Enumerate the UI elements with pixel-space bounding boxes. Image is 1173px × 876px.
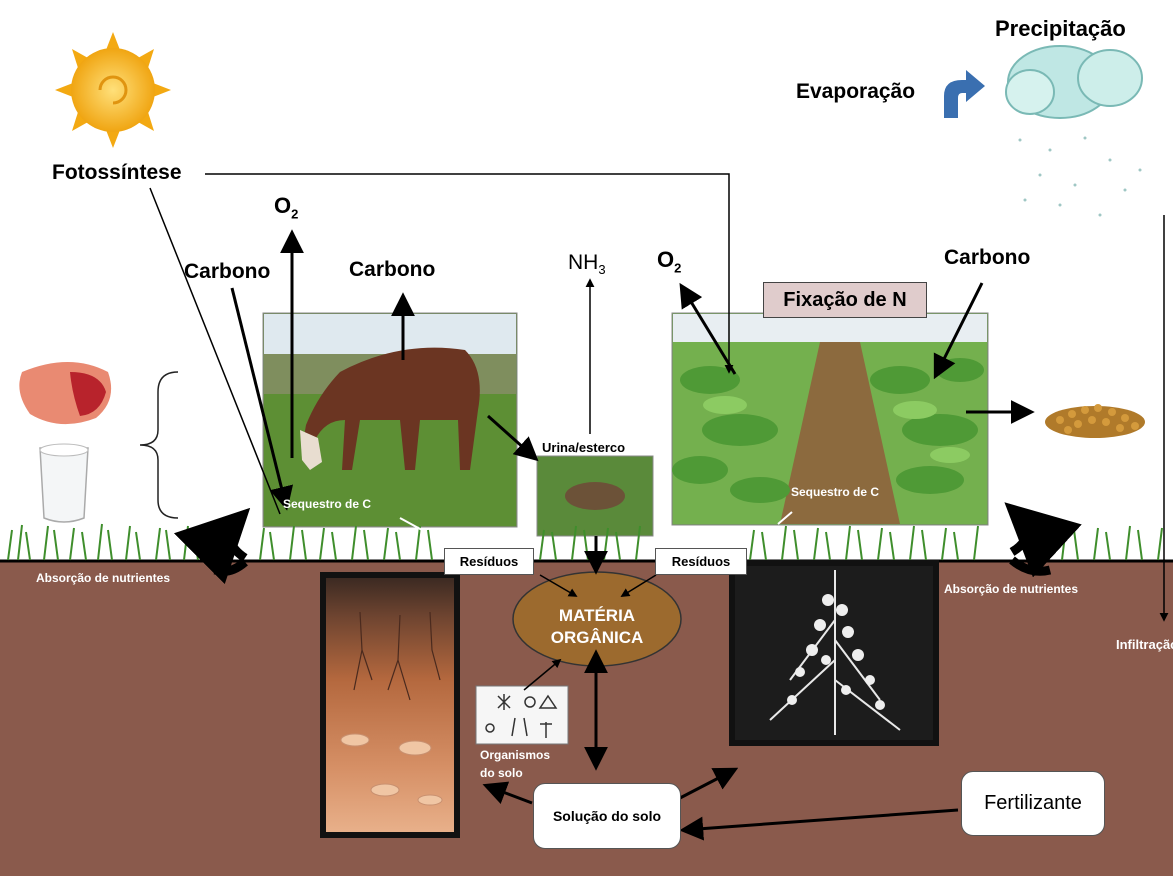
products-brace [140,372,178,518]
residues-box-left: Resíduos [444,548,534,575]
label-organic-matter-line1: MATÉRIA [513,606,681,626]
manure-photo [537,456,653,536]
label-carbon-sequestration-right: Sequestro de C [791,485,879,499]
label-nh3: NH3 [568,251,606,277]
label-photosynthesis: Fotossíntese [52,161,182,185]
residues-box-right: Resíduos [655,548,747,575]
cattle-photo [263,313,517,527]
nitrogen-fixation-label: Fixação de N [763,282,927,318]
evaporation-arrow [944,70,985,118]
label-soil-organisms-line1: Organismos [480,748,550,762]
soybean-pile-icon [1045,404,1145,438]
label-nutrient-uptake-left: Absorção de nutrientes [36,571,170,585]
label-carbon-sequestration-left: Sequestro de C [283,497,371,511]
soil-organisms-icon [476,686,568,744]
label-evaporation: Evaporação [796,80,915,104]
meat-icon [19,362,111,424]
label-carbon-left: Carbono [184,260,270,284]
label-urine-manure: Urina/esterco [542,440,625,455]
root-nodules-photo [729,560,939,746]
sun-icon [55,32,171,148]
cloud-icon [1006,46,1142,217]
label-o2-left: O2 [274,193,298,221]
label-carbon-center: Carbono [349,258,435,282]
label-infiltration: Infiltração [1116,637,1173,652]
label-organic-matter-line2: ORGÂNICA [513,628,681,648]
label-nutrient-uptake-right: Absorção de nutrientes [944,582,1078,596]
label-soil-organisms-line2: do solo [480,766,523,780]
label-o2-right: O2 [657,247,681,275]
milk-glass-icon [40,444,88,522]
label-carbon-right: Carbono [944,246,1030,270]
soil-profile-photo [320,572,460,838]
soil-solution-box: Solução do solo [533,783,681,849]
fertilizer-box: Fertilizante [961,771,1105,836]
label-precipitation: Precipitação [995,16,1126,42]
